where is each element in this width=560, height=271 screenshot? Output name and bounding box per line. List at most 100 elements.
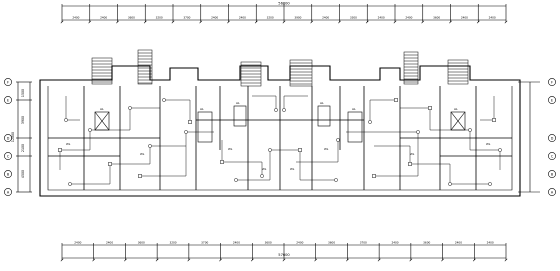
top-dimension-label: 3300 [350,16,357,20]
bottom-dimension-label: 2400 [487,241,494,245]
fixture-symbol [488,182,492,186]
top-dimension-label: 3700 [183,16,190,20]
left-bubble-label: D [7,136,10,140]
fixture-symbol [298,148,302,152]
left-dim-4: 4500 [21,170,25,178]
right-bubble-label: C [551,154,554,158]
electrical-fixtures [58,98,502,186]
panel-label: AL [200,107,204,111]
fixture-symbol [58,148,62,152]
bottom-dimension-label: 2400 [74,241,81,245]
room-tag: WL [262,167,267,171]
fixture-symbol [408,162,412,166]
fixture-symbol [372,174,376,178]
fixture-symbol [188,120,192,124]
right-bubble-label: F [551,80,553,84]
left-dim-3: 2100 [21,144,25,152]
left-dim-2: 3900 [21,116,25,124]
room-tag: WL [140,152,145,156]
bottom-dimension-label: 2400 [391,241,398,245]
right-bubble-label: B [551,172,554,176]
left-bubble-label: C [7,154,10,158]
fixture-symbol [64,118,68,122]
left-dimension-chain [16,81,32,193]
fixture-symbol [234,178,238,182]
stair-blocks [91,49,469,87]
bottom-dimension-label: 2400 [233,241,240,245]
room-tag: WL [290,167,295,171]
fixture-symbol [88,128,92,132]
top-dimension-label: 2400 [489,16,496,20]
bottom-dimension-label: 3600 [138,241,145,245]
top-dimension-label: 2400 [239,16,246,20]
left-bubble-label: A [7,190,10,194]
room-tag: WL [228,147,233,151]
top-dimension-label: 2400 [211,16,218,20]
bottom-dimension-label: 3200 [169,241,176,245]
fixture-symbol [260,174,264,178]
fixture-symbol [468,128,472,132]
fixture-symbol [282,108,286,112]
bottom-dimension-label: 3700 [360,241,367,245]
top-dimension-label: 2400 [378,16,385,20]
right-bubble-label: E [551,98,553,102]
top-dimension-label: 2400 [322,16,329,20]
room-tag: WL [486,142,491,146]
left-bubble-label: B [7,172,10,176]
panel-label: AL [352,107,356,111]
top-dimension-label: 3200 [156,16,163,20]
top-total-dimension: 56800 [278,2,290,6]
fixture-symbol [274,108,278,112]
fixture-symbol [448,182,452,186]
fixture-symbol [138,174,142,178]
right-bubble-label: A [551,190,554,194]
fixture-symbol [220,160,224,164]
left-dim-1: 1500 [21,89,25,97]
room-tag: WL [66,142,71,146]
top-dimension-label: 2400 [72,16,79,20]
fixture-symbol [128,106,132,110]
top-dimension-label: 2400 [461,16,468,20]
left-axis-bubbles [4,78,12,196]
top-dimension-label: 3600 [128,16,135,20]
fixture-symbol [148,144,152,148]
bottom-dimension-label: 2400 [106,241,113,245]
fixture-symbol [498,148,502,152]
right-axis-bubbles [548,78,556,196]
top-dimension-label: 3900 [294,16,301,20]
fixture-symbol [268,148,272,152]
top-dimension-chain [60,4,508,24]
top-dimension-label: 3600 [433,16,440,20]
fixture-symbol [416,130,420,134]
panel-label: AL [100,107,104,111]
right-bubble-label: D [551,136,554,140]
room-tag: WL [324,147,329,151]
fixture-symbol [68,182,72,186]
panel-label: AL [454,107,458,111]
room-tag: WL [410,152,415,156]
fixture-symbol [428,106,432,110]
fixture-symbol [108,162,112,166]
top-dimension-label: 2400 [405,16,412,20]
panel-label: AL [236,101,240,105]
left-bubble-label: E [7,98,9,102]
left-bubble-label: F [7,80,9,84]
bottom-total-dimension: 57600 [278,253,290,257]
left-total-dim: 12000 [11,132,15,142]
bottom-dimension-label: 3600 [265,241,272,245]
fixture-symbol [162,98,166,102]
bottom-dimension-label: 2400 [296,241,303,245]
interior-walls [48,86,512,190]
right-dimension-stubs [518,81,540,193]
fixture-symbol [334,178,338,182]
bottom-dimension-label: 3600 [423,241,430,245]
fixture-symbol [394,98,398,102]
fixture-symbol [368,120,372,124]
top-dimension-label: 3200 [267,16,274,20]
bottom-dimension-label: 2400 [455,241,462,245]
top-dimension-label: 2400 [100,16,107,20]
bottom-dimension-label: 3600 [328,241,335,245]
fixture-symbol [336,138,340,142]
